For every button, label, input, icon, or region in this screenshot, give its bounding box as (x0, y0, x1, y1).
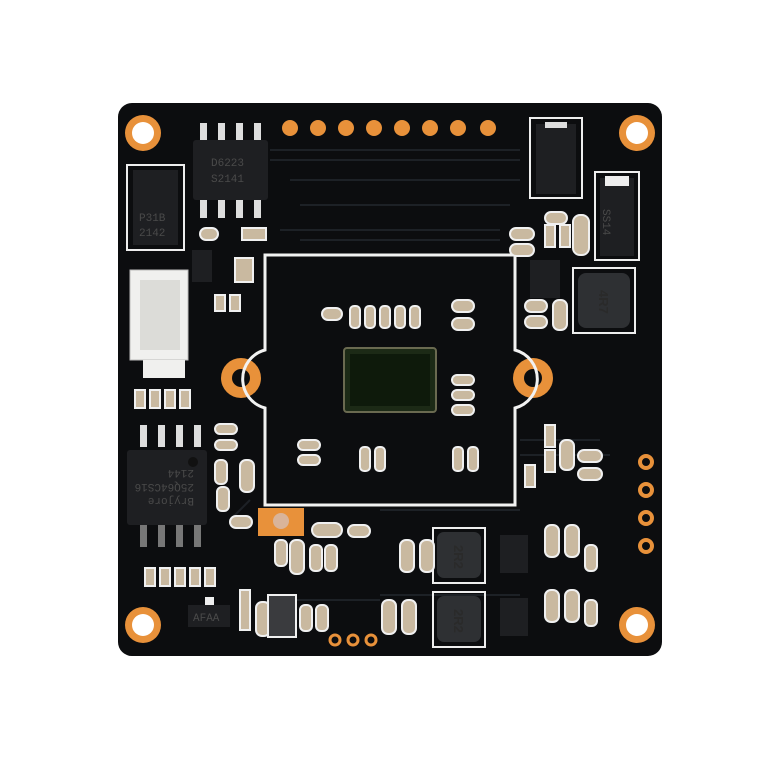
test-pads-bottom (328, 633, 378, 647)
flash-chip-marking-2: 25Q64CS16 (135, 480, 194, 492)
flash-chip-marking-1: Bryjore (148, 494, 194, 506)
diode-left: P31B 2142 (126, 164, 185, 251)
header-pads-top (282, 120, 496, 136)
flash-chip: Bryjore 25Q64CS16 2144 (127, 425, 207, 547)
diode-ss14-marking: SS14 (599, 209, 611, 236)
transistor-marking: AFAA (193, 613, 220, 625)
sensor-silkscreen-outline (241, 253, 539, 507)
passive-components (134, 211, 603, 638)
inductor-2r2-bottom: 2R2 (432, 591, 486, 648)
diode-left-date: 2142 (139, 228, 165, 240)
inductor-2r2-bottom-marking: 2R2 (451, 609, 466, 633)
regulator-marking: D6223 (211, 158, 244, 170)
diode-right-top (529, 117, 583, 199)
inductor-2r2-top: 2R2 (432, 527, 486, 584)
inductor-4r7-marking: 4R7 (596, 290, 611, 314)
inductor-4r7: 4R7 (572, 267, 636, 334)
regulator-date: S2141 (211, 174, 244, 186)
white-connector (129, 269, 189, 378)
diode-left-marking: P31B (139, 213, 166, 225)
traces (229, 149, 610, 601)
regulator-chip: D6223 S2141 (193, 123, 268, 218)
header-pads-right (638, 454, 654, 554)
transistor: AFAA (188, 597, 230, 627)
flash-chip-marking-3: 2144 (167, 466, 194, 478)
diode-ss14: SS14 (594, 171, 640, 261)
inductor-2r2-top-marking: 2R2 (451, 545, 466, 569)
small-ics (192, 250, 560, 636)
mounting-holes (125, 115, 655, 643)
